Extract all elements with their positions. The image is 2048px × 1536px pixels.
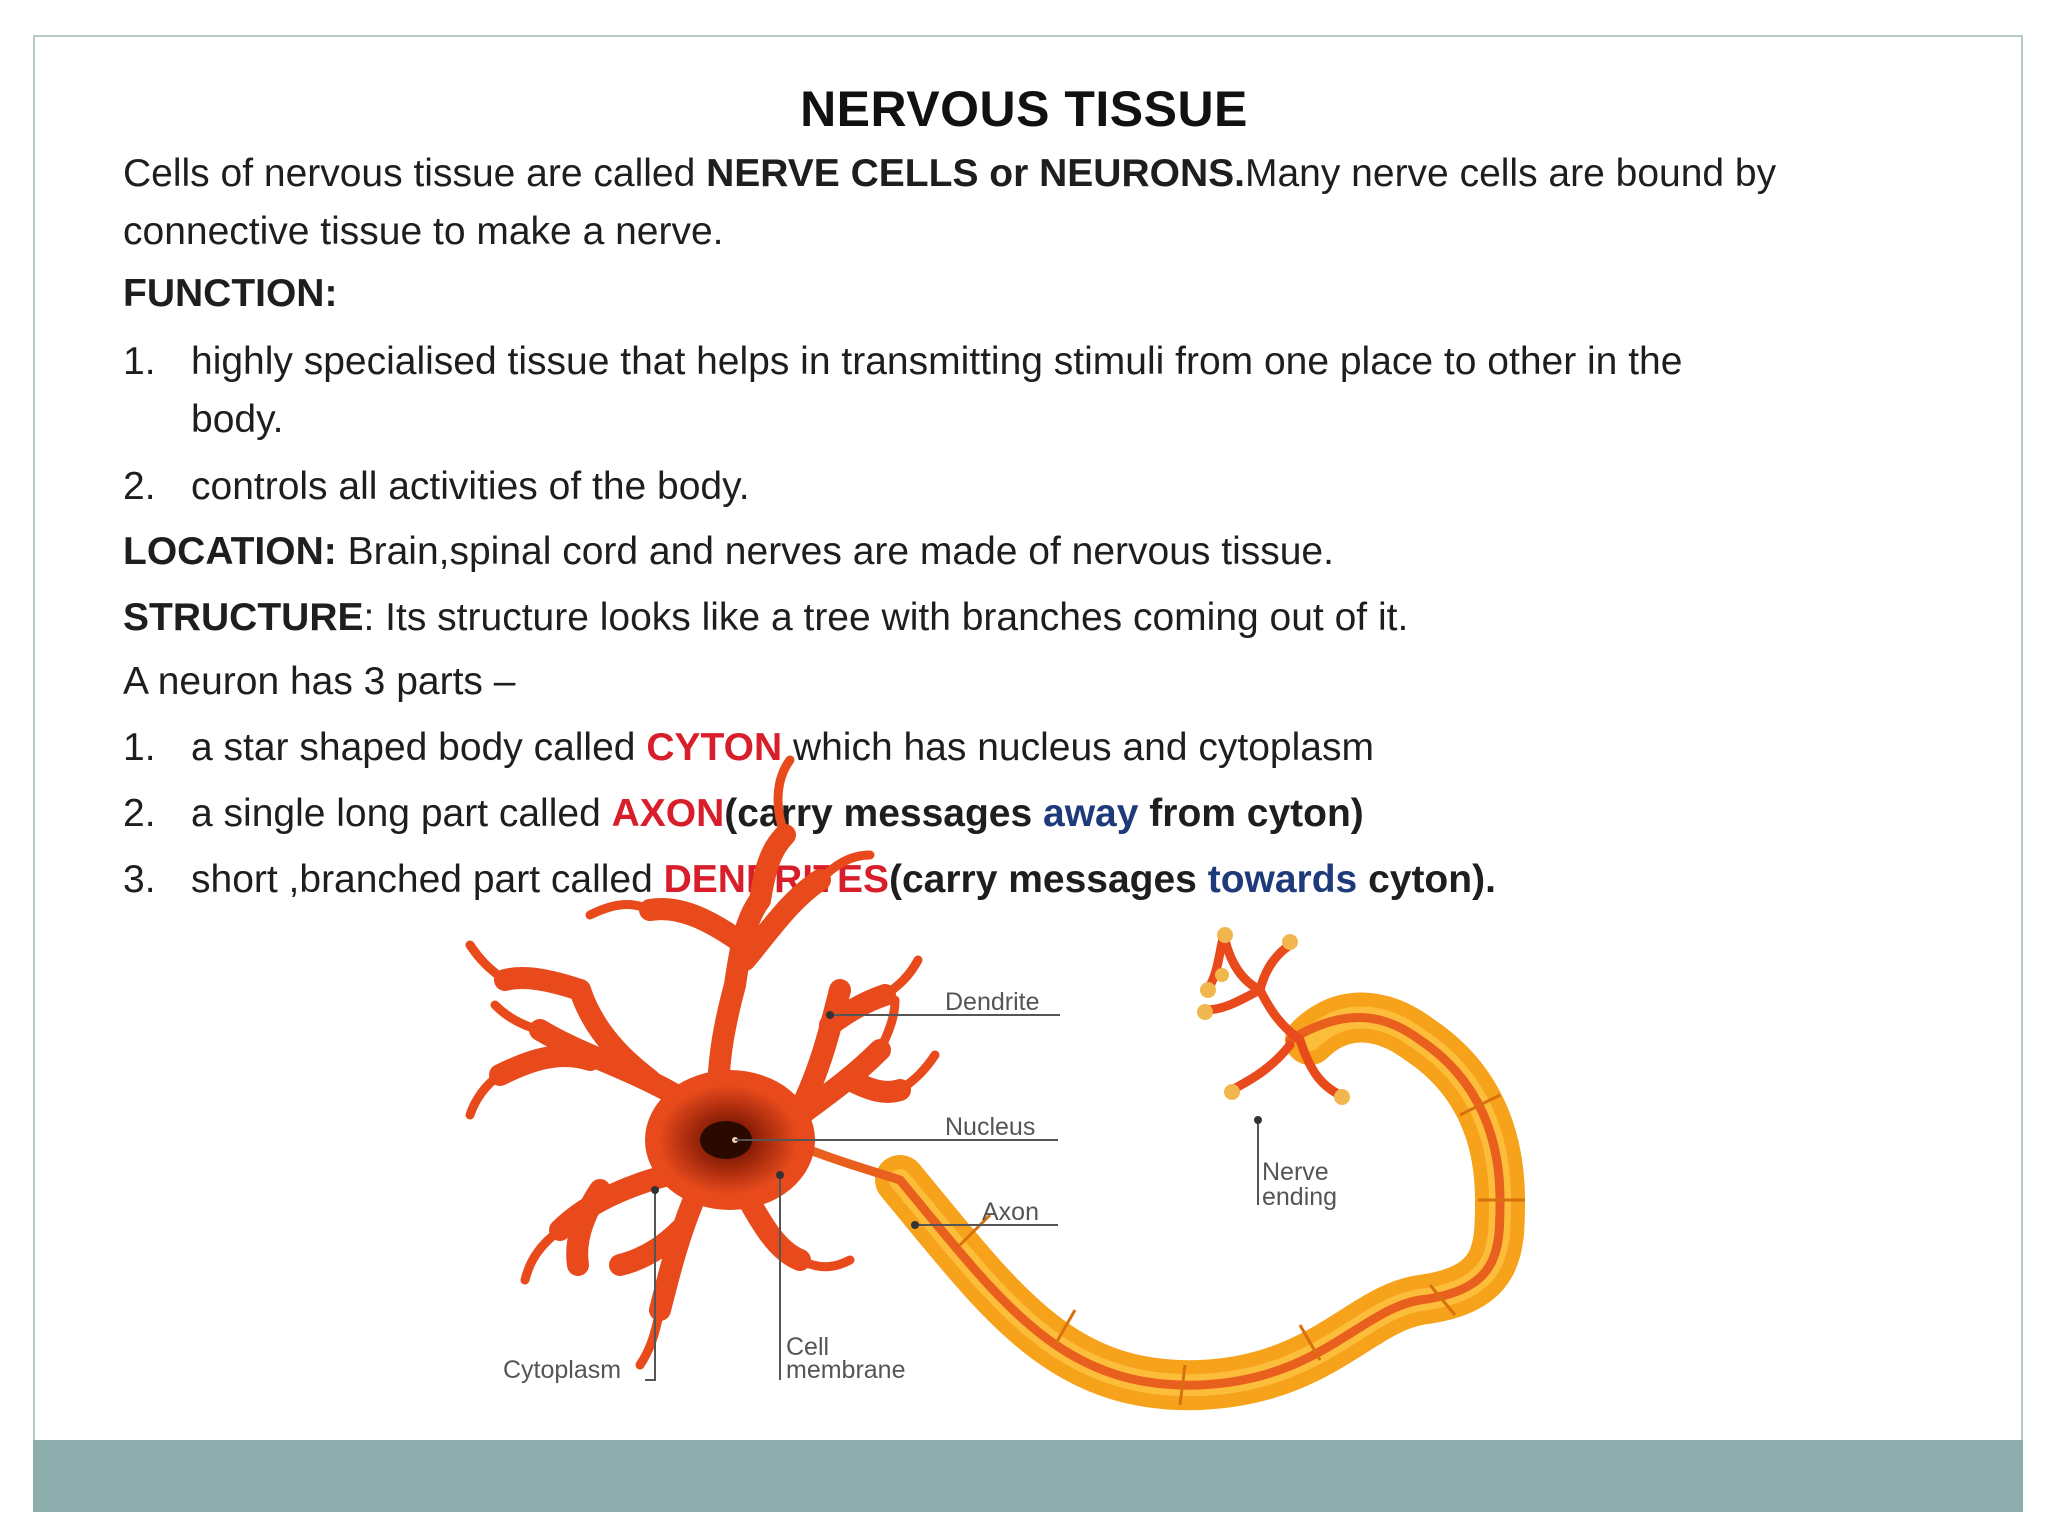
location-line: LOCATION: Brain,spinal cord and nerves a…	[123, 530, 1334, 574]
cell-membrane-leader-dot	[776, 1171, 784, 1179]
label-nucleus: Nucleus	[945, 1113, 1035, 1141]
dendrite-tips	[465, 755, 940, 1370]
part-3-number: 3.	[123, 858, 156, 901]
function-item-1-line-2: body.	[191, 398, 284, 441]
nucleus	[700, 1121, 752, 1159]
label-axon: Axon	[982, 1198, 1039, 1226]
part-1-term: CYTON	[646, 726, 783, 769]
part-1-number: 1.	[123, 726, 156, 769]
part-2-number: 2.	[123, 792, 156, 835]
structure-label: STRUCTURE	[123, 596, 364, 639]
part-2-bold-b: from cyton)	[1138, 792, 1364, 835]
part-2-pre: a single long part called	[191, 792, 612, 835]
label-cell-membrane-line1: Cell	[786, 1333, 829, 1361]
part-1-pre: a star shaped body called	[191, 726, 647, 769]
part-2-term: AXON	[611, 792, 725, 835]
function-item-2-line-1: controls all activities of the body.	[191, 465, 750, 508]
function-heading: FUNCTION:	[123, 272, 338, 315]
cytoplasm-leader	[645, 1190, 656, 1381]
footer-bar	[33, 1440, 2023, 1512]
function-item-2-number: 2.	[123, 465, 156, 508]
part-3-bold-a: (carry messages	[888, 858, 1208, 901]
part-3-pre: short ,branched part called	[191, 858, 664, 901]
structure-text: : Its structure looks like a tree with b…	[363, 596, 1409, 639]
part-1-text: a star shaped body called CYTON which ha…	[191, 726, 1374, 770]
part-3-highlight: towards	[1207, 858, 1358, 901]
label-cell-membrane-line2: membrane	[786, 1356, 906, 1384]
intro-bold-term: NERVE CELLS or NEURONS.	[706, 152, 1245, 195]
location-text: Brain,spinal cord and nerves are made of…	[336, 530, 1334, 573]
location-label: LOCATION:	[123, 530, 337, 573]
axon-core	[755, 1013, 1505, 1390]
nerve-ending-terminals	[1197, 927, 1350, 1105]
structure-line: STRUCTURE: Its structure looks like a tr…	[123, 596, 1408, 640]
slide-title: NERVOUS TISSUE	[800, 81, 1248, 137]
part-1-post: which has nucleus and cytoplasm	[782, 726, 1374, 769]
parts-intro: A neuron has 3 parts –	[123, 660, 516, 703]
part-3-bold-b: cyton).	[1357, 858, 1496, 901]
axon-leader-dot	[911, 1221, 919, 1229]
label-dendrite: Dendrite	[945, 988, 1040, 1016]
intro-text-post: Many nerve cells are bound by	[1244, 152, 1777, 195]
dendrites	[489, 824, 911, 1321]
label-nerve-ending-line1: Nerve	[1262, 1158, 1329, 1186]
dendrite-leader-dot	[826, 1011, 834, 1019]
part-2-highlight: away	[1043, 792, 1139, 835]
intro-line-2: connective tissue to make a nerve.	[123, 210, 724, 253]
label-cytoplasm: Cytoplasm	[503, 1356, 621, 1384]
cytoplasm-leader-dot	[651, 1186, 659, 1194]
intro-text-pre: Cells of nervous tissue are called	[123, 152, 707, 195]
nerve-ending-leader-dot	[1254, 1116, 1262, 1124]
slide-frame	[33, 35, 2023, 1511]
function-item-1-number: 1.	[123, 340, 156, 383]
sheath-nodes	[958, 1093, 1525, 1406]
intro-line-1: Cells of nervous tissue are called NERVE…	[123, 152, 1776, 196]
label-nerve-ending-line2: ending	[1262, 1183, 1337, 1211]
part-3-text: short ,branched part called DENDRITES(ca…	[191, 858, 1496, 902]
function-item-1-line-1: highly specialised tissue that helps in …	[191, 340, 1683, 383]
